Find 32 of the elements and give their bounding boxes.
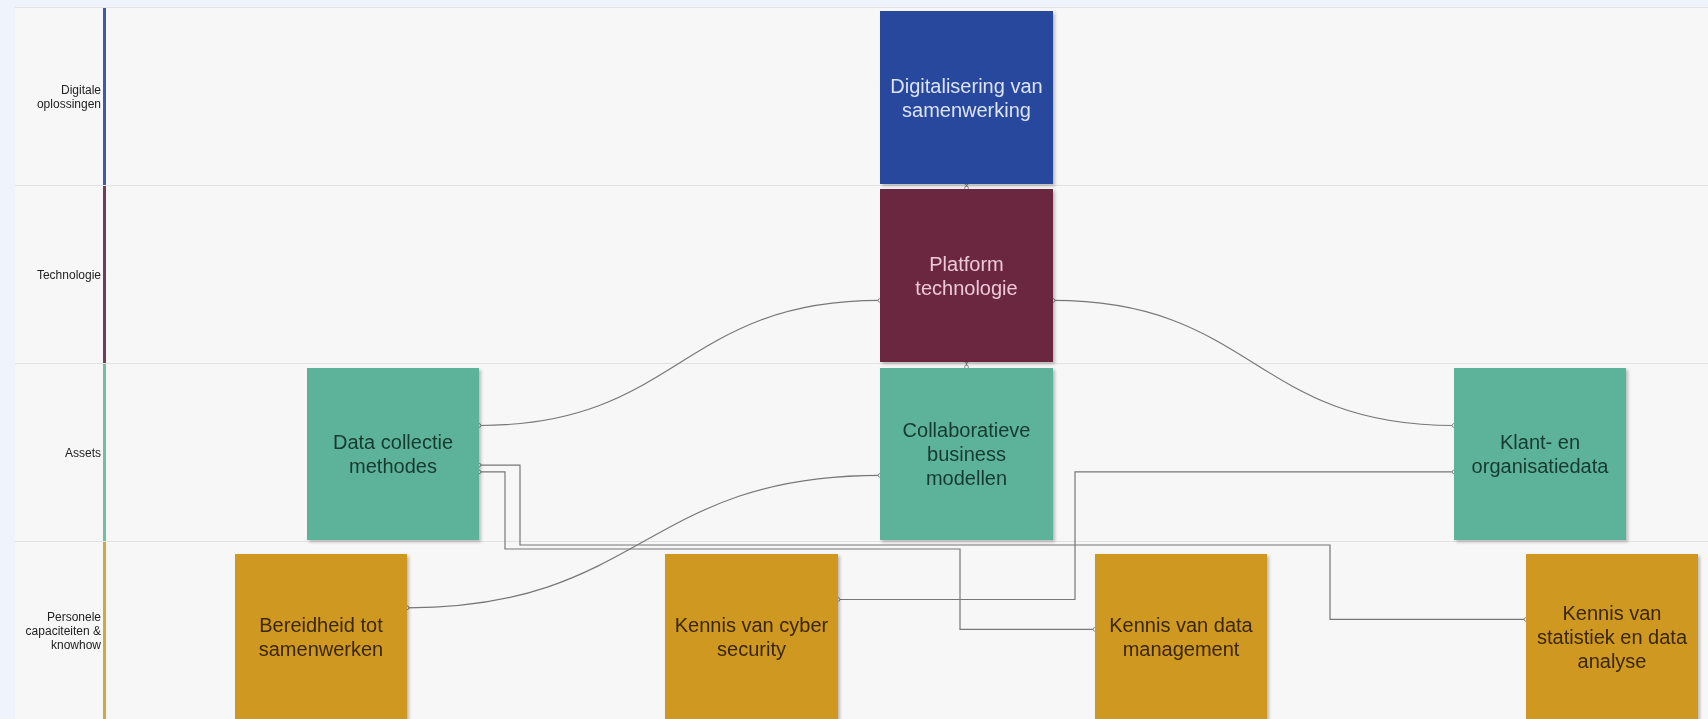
connector-line — [476, 469, 1098, 632]
lane-label: Personele capaciteiten & knowhow — [24, 609, 101, 652]
capability-box — [235, 554, 407, 719]
lane-label: Technologie — [35, 267, 101, 282]
lane-label: Assets — [64, 445, 101, 460]
lane-label: Digitale oplossingen — [35, 82, 101, 111]
box-label: Data collectie methodes — [331, 430, 455, 478]
box-label: Digitalisering van samenwerking — [889, 73, 1044, 122]
box-label: Collaboratieve business modellen — [901, 418, 1032, 490]
connector-line — [476, 462, 1529, 622]
connector-line — [404, 473, 883, 611]
capability-box — [880, 11, 1053, 184]
swimlane-band — [15, 7, 1708, 185]
box-label: Bereidheid tot samenwerken — [257, 613, 385, 661]
box-label: Kennis van statistiek en data analyse — [1535, 601, 1689, 673]
box-label: Platform technologie — [914, 251, 1019, 300]
capability-box — [880, 189, 1053, 362]
capability-box — [307, 368, 479, 540]
capability-box — [1095, 554, 1267, 719]
box-label: Kennis van cyber security — [673, 613, 830, 661]
capability-box — [880, 368, 1053, 540]
connector-line — [476, 298, 883, 428]
box-label: Klant- en organisatiedata — [1470, 430, 1610, 478]
capability-box — [665, 554, 838, 719]
swimlane-band — [15, 363, 1708, 541]
connector-line — [1050, 298, 1457, 428]
box-label: Kennis van data management — [1108, 613, 1254, 661]
swimlane-band — [15, 541, 1708, 719]
capability-box — [1526, 554, 1698, 719]
connector-line — [835, 469, 1457, 602]
swimlane-band — [15, 185, 1708, 363]
capability-box — [1454, 368, 1626, 540]
